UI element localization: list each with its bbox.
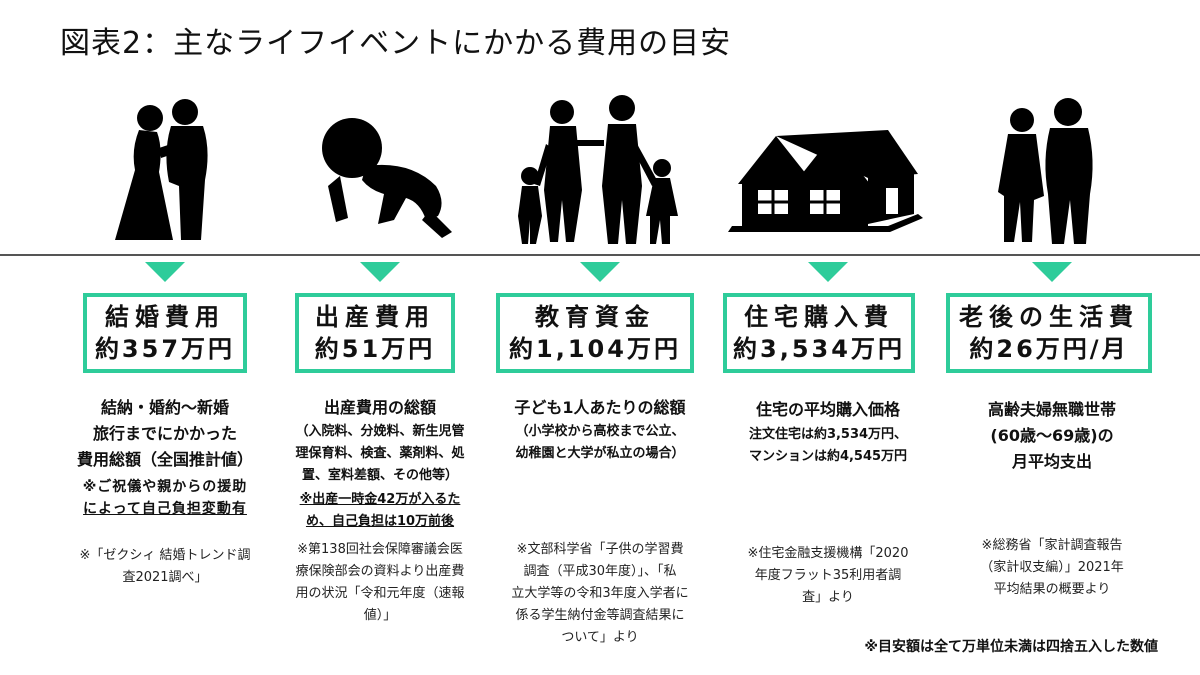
house-icon [728,130,923,232]
footnote: ※目安額は全て万単位未満は四捨五入した数値 [864,639,1158,655]
event-source: ※第138回社会保障審議会医 療保険部会の資料より出産費 用の状況「令和元年度（… [295,542,465,623]
event-source: ※住宅金融支援機構「2020 年度フラット35利用者調 査」より [747,546,909,605]
event-label: 住宅購入費 [744,303,894,331]
event-amount: 約26万円/月 [969,335,1129,363]
wedding-couple-icon [115,99,208,240]
event-box: 老後の生活費 約26万円/月 [946,293,1152,373]
event-label: 出産費用 [315,303,435,331]
event-retirement: 老後の生活費 約26万円/月 高齢夫婦無職世帯 (60歳～69歳)の 月平均支出… [942,0,1162,675]
event-housing: 住宅購入費 約3,534万円 住宅の平均購入価格 注文住宅は約3,534万円、 … [718,0,938,675]
timeline-line [0,254,1200,256]
event-description: 出産費用の総額 [323,398,436,417]
event-description: 住宅の平均購入価格 [755,400,900,419]
pointer-triangle [145,262,185,282]
event-box: 教育資金 約1,104万円 [496,293,694,373]
event-amount: 約51万円 [314,335,436,363]
event-source: ※総務省「家計調査報告 （家計収支編）」2021年 平均結果の概要より [980,538,1124,597]
event-label: 結婚費用 [105,303,225,331]
event-wedding: 結婚費用 約357万円 結納・婚約～新婚 旅行までにかかった 費用総額（全国推計… [55,0,275,675]
event-note: ※ご祝儀や親からの援助 によって自己負担変動有 [82,479,248,517]
event-label: 教育資金 [535,303,655,331]
event-description: 高齢夫婦無職世帯 (60歳～69歳)の 月平均支出 [987,400,1116,471]
event-amount: 約357万円 [94,335,236,363]
event-description: 結納・婚約～新婚 旅行までにかかった 費用総額（全国推計値） [76,398,253,469]
pointer-triangle [1032,262,1072,282]
event-education: 教育資金 約1,104万円 子ども1人あたりの総額 （小学校から高校まで公立、 … [490,0,710,675]
event-label: 老後の生活費 [959,303,1139,331]
pointer-triangle [808,262,848,282]
pointer-triangle [360,262,400,282]
event-box: 出産費用 約51万円 [295,293,455,373]
elderly-couple-icon [998,98,1093,244]
page-title: 図表2：主なライフイベントにかかる費用の目安 [60,26,732,61]
event-amount: 約1,104万円 [509,335,681,363]
event-subtext: （小学校から高校まで公立、 幼稚園と大学が私立の場合） [515,424,685,461]
pointer-triangle [580,262,620,282]
event-childbirth: 出産費用 約51万円 出産費用の総額 （入院料、分娩料、新生児管 理保育料、検査… [270,0,490,675]
event-source: ※文部科学省「子供の学習費 調査（平成30年度）」、「私 立大学等の令和3年度入… [511,542,689,645]
event-description: 子ども1人あたりの総額 [514,398,686,417]
event-box: 住宅購入費 約3,534万円 [723,293,915,373]
event-box: 結婚費用 約357万円 [83,293,247,373]
event-source: ※「ゼクシィ 結婚トレンド調 査2021調べ」 [79,548,251,585]
event-subtext: （入院料、分娩料、新生児管 理保育料、検査、薬剤料、処 置、室料差額、その他等） [295,424,465,483]
family-icon [518,95,678,244]
crawling-baby-icon [322,118,452,238]
event-amount: 約3,534万円 [733,335,905,363]
event-note: ※出産一時金42万が入るた め、自己負担は10万前後 [299,492,461,529]
event-subtext: 注文住宅は約3,534万円、 マンションは約4,545万円 [748,427,908,464]
